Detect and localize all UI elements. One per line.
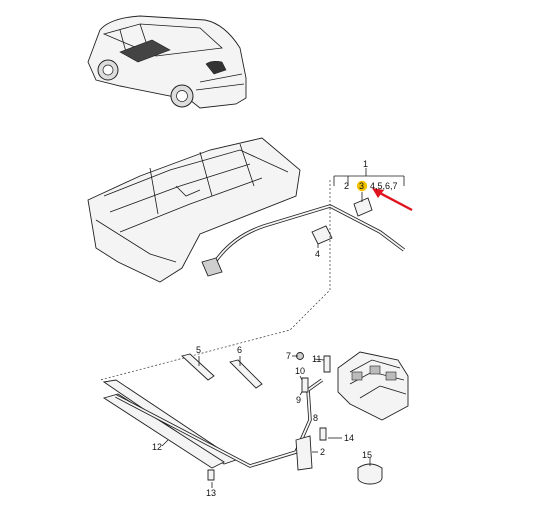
callout-3-highlight — [356, 180, 368, 192]
callout-15: 15 — [362, 450, 372, 460]
callout-14: 14 — [344, 433, 354, 443]
callout-7: 7 — [286, 351, 291, 361]
callout-11: 11 — [312, 354, 321, 364]
callout-3: 3 — [359, 181, 364, 191]
frame-line-upper — [99, 180, 331, 381]
callout-2-lower: 2 — [320, 447, 325, 457]
callout-4-5-6-7: 4,5,6,7 — [370, 181, 398, 191]
leader-lines — [161, 244, 371, 488]
lower-assembly — [102, 351, 409, 485]
callout-12: 12 — [152, 442, 162, 452]
callout-8: 8 — [313, 413, 318, 423]
callout-6: 6 — [237, 345, 242, 355]
callout-1: 1 — [363, 159, 368, 169]
callout-13: 13 — [206, 488, 216, 498]
callout-5: 5 — [196, 345, 201, 355]
vehicle-illustration — [87, 15, 247, 109]
callout-10: 10 — [295, 366, 305, 376]
tank-assembly — [87, 137, 406, 283]
callout-bracket-1 — [333, 168, 405, 202]
callout-9: 9 — [296, 395, 301, 405]
highlight-arrow — [372, 188, 413, 212]
callout-2: 2 — [344, 181, 349, 191]
callout-4: 4 — [315, 249, 320, 259]
